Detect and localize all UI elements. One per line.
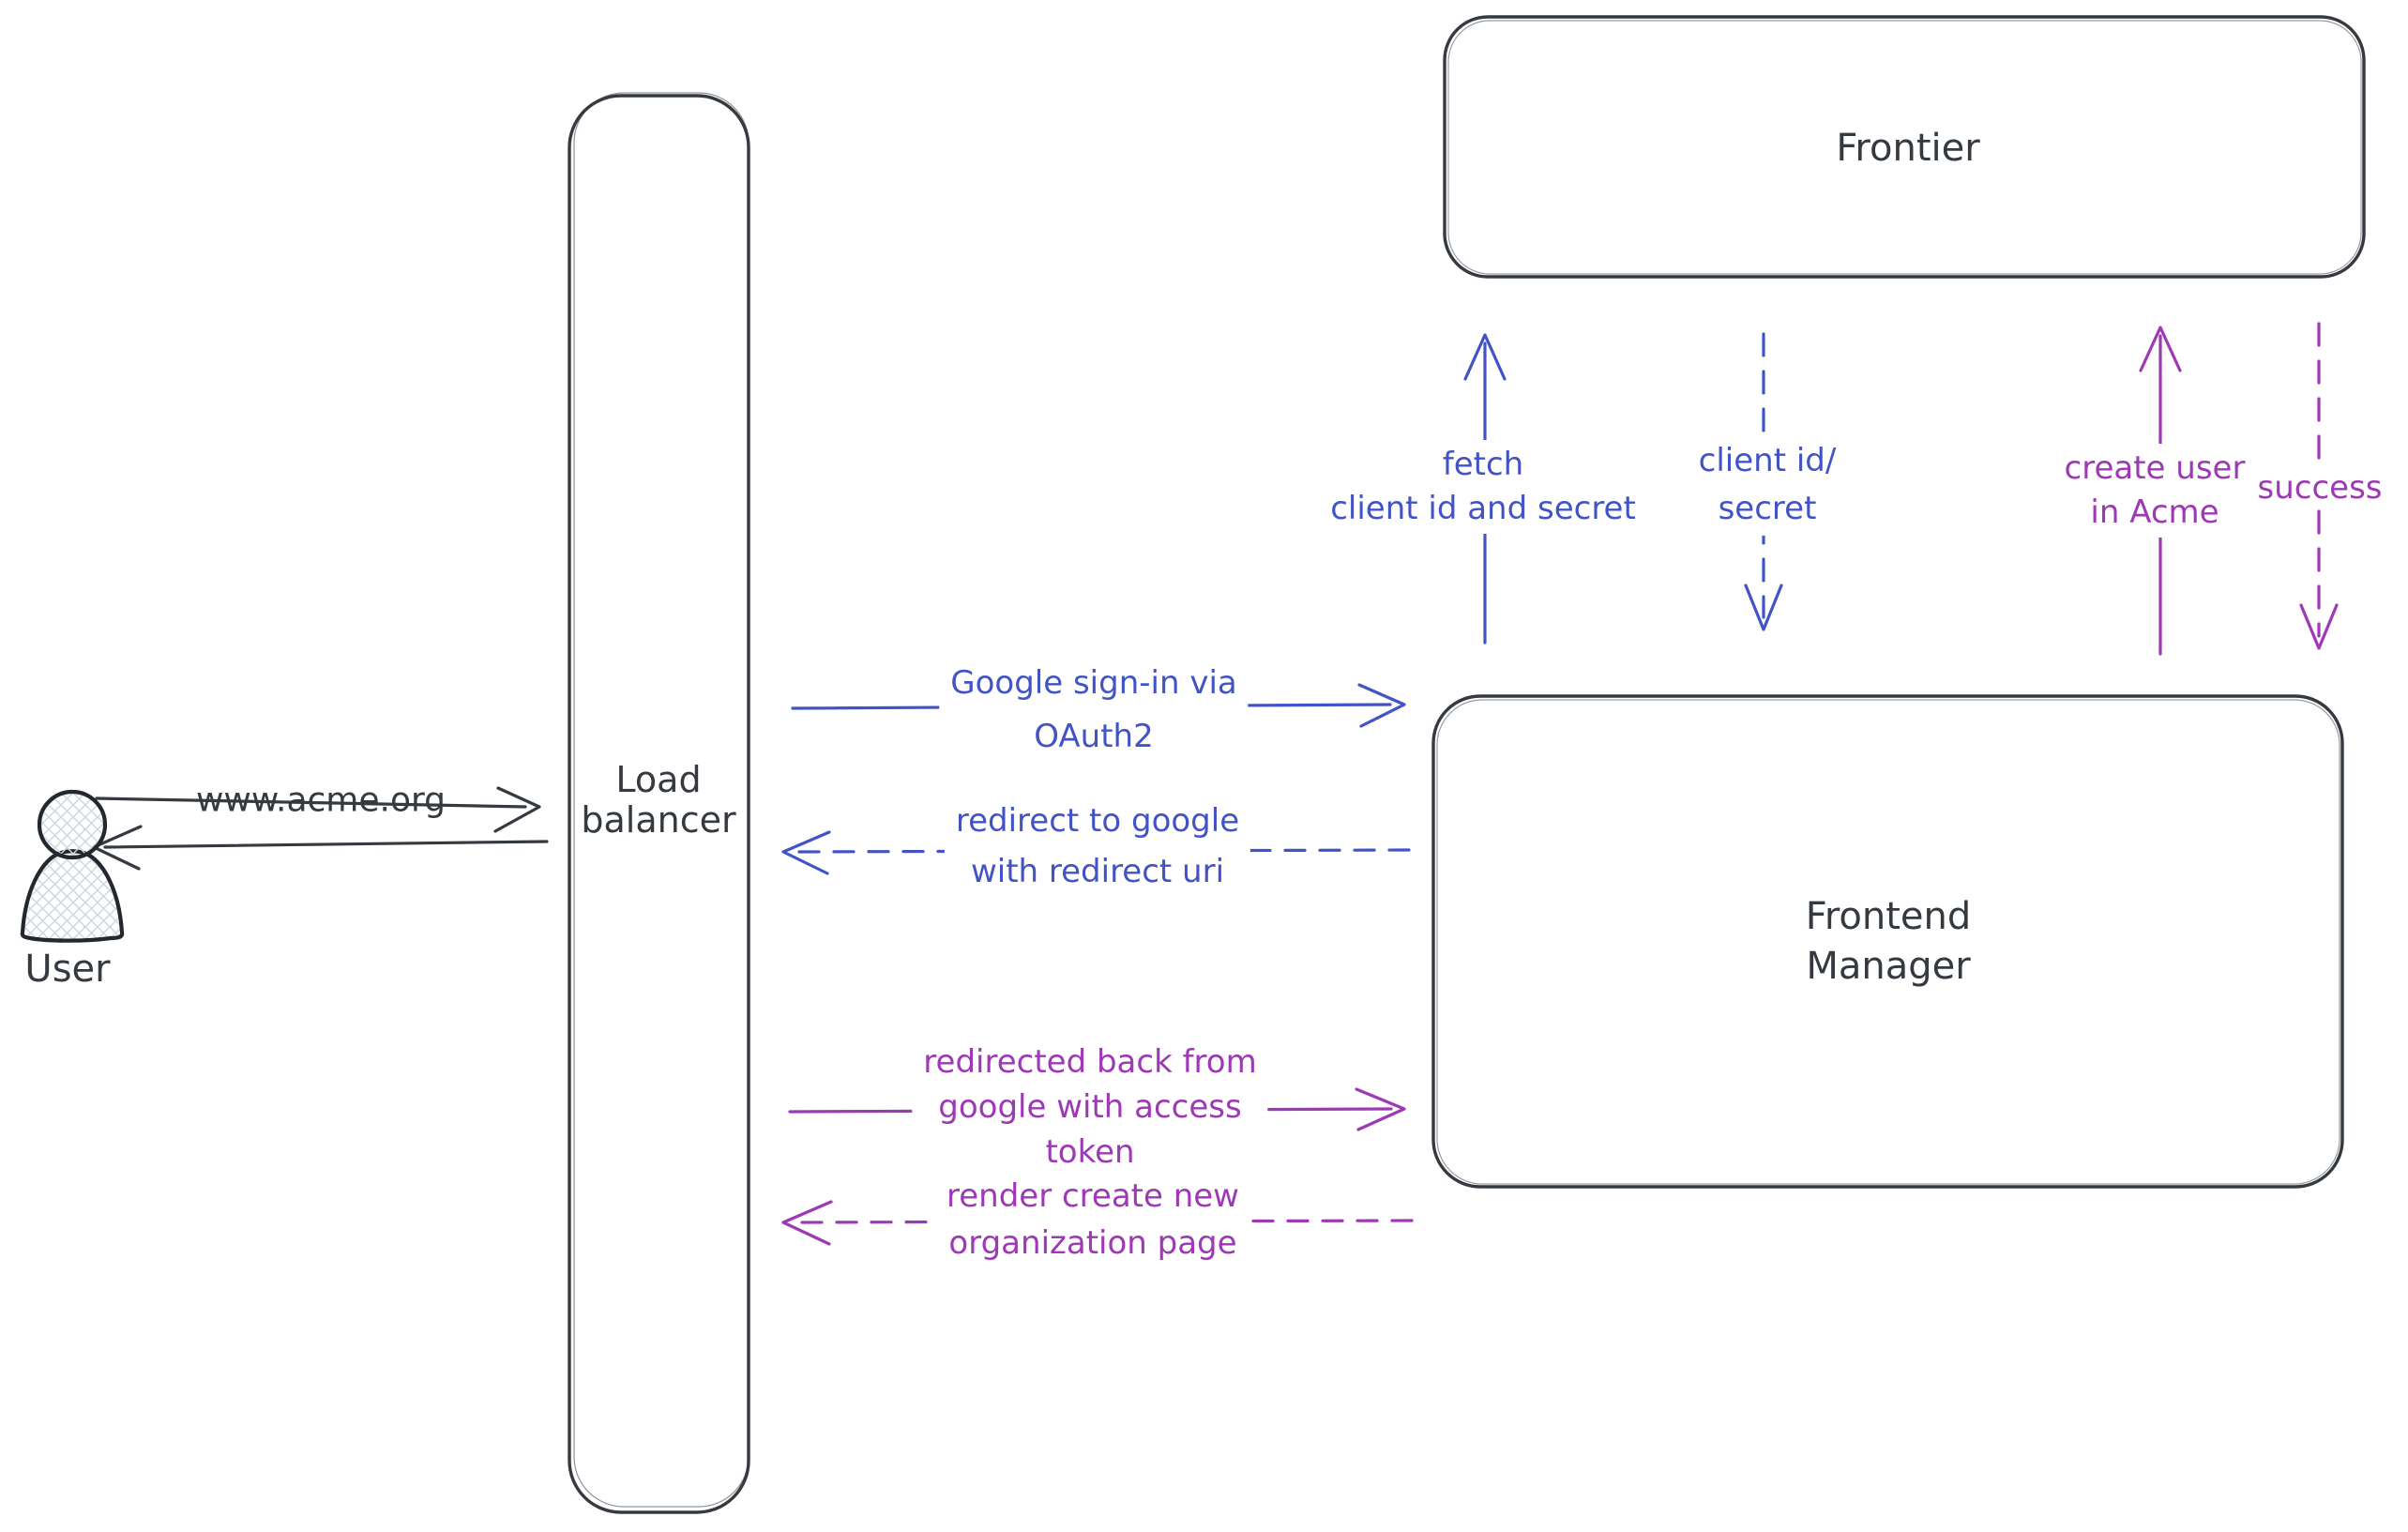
user-label-text: User xyxy=(24,948,111,991)
user-head xyxy=(37,789,108,860)
www-acme-label-text: www.acme.org xyxy=(195,781,447,820)
fetch-secret-label-line1: fetch xyxy=(1442,446,1524,483)
client-id-secret-label-line2: secret xyxy=(1718,490,1817,527)
arrow-client-id-secret xyxy=(1744,332,1783,631)
redirected-back-label-line3: token xyxy=(1045,1133,1135,1171)
redirect-google-label: redirect to google with redirect uri xyxy=(944,793,1251,900)
client-id-secret-label-line1: client id/ xyxy=(1698,442,1837,479)
redirect-google-label-line1: redirect to google xyxy=(955,802,1240,840)
www-acme-label: www.acme.org xyxy=(196,781,446,820)
success-label: success xyxy=(2246,466,2394,509)
render-page-label: render create new organization page xyxy=(935,1170,1250,1269)
frontend-manager-label-line1: Frontend xyxy=(1805,895,1972,938)
fetch-secret-label: fetch client id and secret xyxy=(1319,440,1647,534)
user-figure xyxy=(20,789,125,943)
load-balancer-box xyxy=(568,92,750,1514)
arrow-www-acme-request xyxy=(95,786,541,833)
redirected-back-label-line2: google with access xyxy=(938,1088,1242,1126)
frontend-manager-box xyxy=(1431,694,2344,1189)
google-signin-label: Google sign-in via OAuth2 xyxy=(939,654,1249,766)
create-user-label: create user in Acme xyxy=(2052,444,2257,538)
render-page-label-line2: organization page xyxy=(948,1224,1237,1262)
success-label-text: success xyxy=(2257,469,2383,507)
load-balancer-label-line1: Load xyxy=(615,759,702,800)
user-label: User xyxy=(24,948,110,991)
frontier-label-text: Frontier xyxy=(1836,127,1980,170)
google-signin-label-line1: Google sign-in via xyxy=(950,664,1237,702)
create-user-label-line1: create user xyxy=(2064,449,2246,487)
load-balancer-label: Load balancer xyxy=(581,760,735,841)
load-balancer-label-line2: balancer xyxy=(581,799,736,841)
render-page-label-line1: render create new xyxy=(947,1177,1239,1215)
create-user-label-line2: in Acme xyxy=(2090,493,2219,531)
frontier-box xyxy=(1443,15,2366,279)
redirected-back-label: redirected back from google with access … xyxy=(912,1037,1268,1177)
arrow-render-page xyxy=(781,1200,1414,1246)
frontend-manager-label: Frontend Manager xyxy=(1806,892,1972,992)
arrow-redirect-google xyxy=(781,830,1411,875)
frontend-manager-label-line2: Manager xyxy=(1806,945,1971,988)
redirect-google-label-line2: with redirect uri xyxy=(970,853,1225,890)
frontier-label: Frontier xyxy=(1836,127,1979,170)
arrow-user-response xyxy=(92,825,549,871)
user-body xyxy=(20,849,125,943)
google-signin-label-line2: OAuth2 xyxy=(1034,718,1154,755)
client-id-secret-label: client id/ secret xyxy=(1687,434,1848,536)
fetch-secret-label-line2: client id and secret xyxy=(1330,490,1636,527)
redirected-back-label-line1: redirected back from xyxy=(923,1043,1257,1081)
